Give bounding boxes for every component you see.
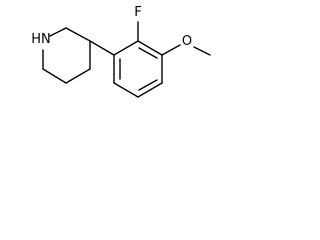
bond-ar2-ar3: [137, 40, 163, 56]
bond-c5-c6: [42, 68, 67, 84]
bond-ar4-ar5: [137, 82, 163, 98]
bond-ar2-ar3-inner: [138, 47, 158, 59]
bond-o-ch3: [193, 46, 211, 56]
bond-ar1-ar2: [113, 40, 139, 56]
bond-ar5-ar6: [113, 82, 139, 98]
bond-c-o: [161, 44, 181, 56]
oxygen-label: O: [182, 34, 192, 49]
bond-c2-c3: [65, 27, 91, 42]
fluorine-label: F: [134, 5, 141, 20]
nitrogen-label: HN: [31, 32, 51, 47]
structure-diagram: HN F O: [31, 5, 211, 98]
bond-piperidine-phenyl: [89, 40, 115, 56]
bond-ar4-ar5-inner: [138, 79, 158, 91]
piperidine-ring: [42, 27, 91, 84]
bond-c4-c5: [65, 68, 91, 84]
benzene-ring: [113, 40, 163, 98]
bond-n-c2: [49, 27, 67, 37]
